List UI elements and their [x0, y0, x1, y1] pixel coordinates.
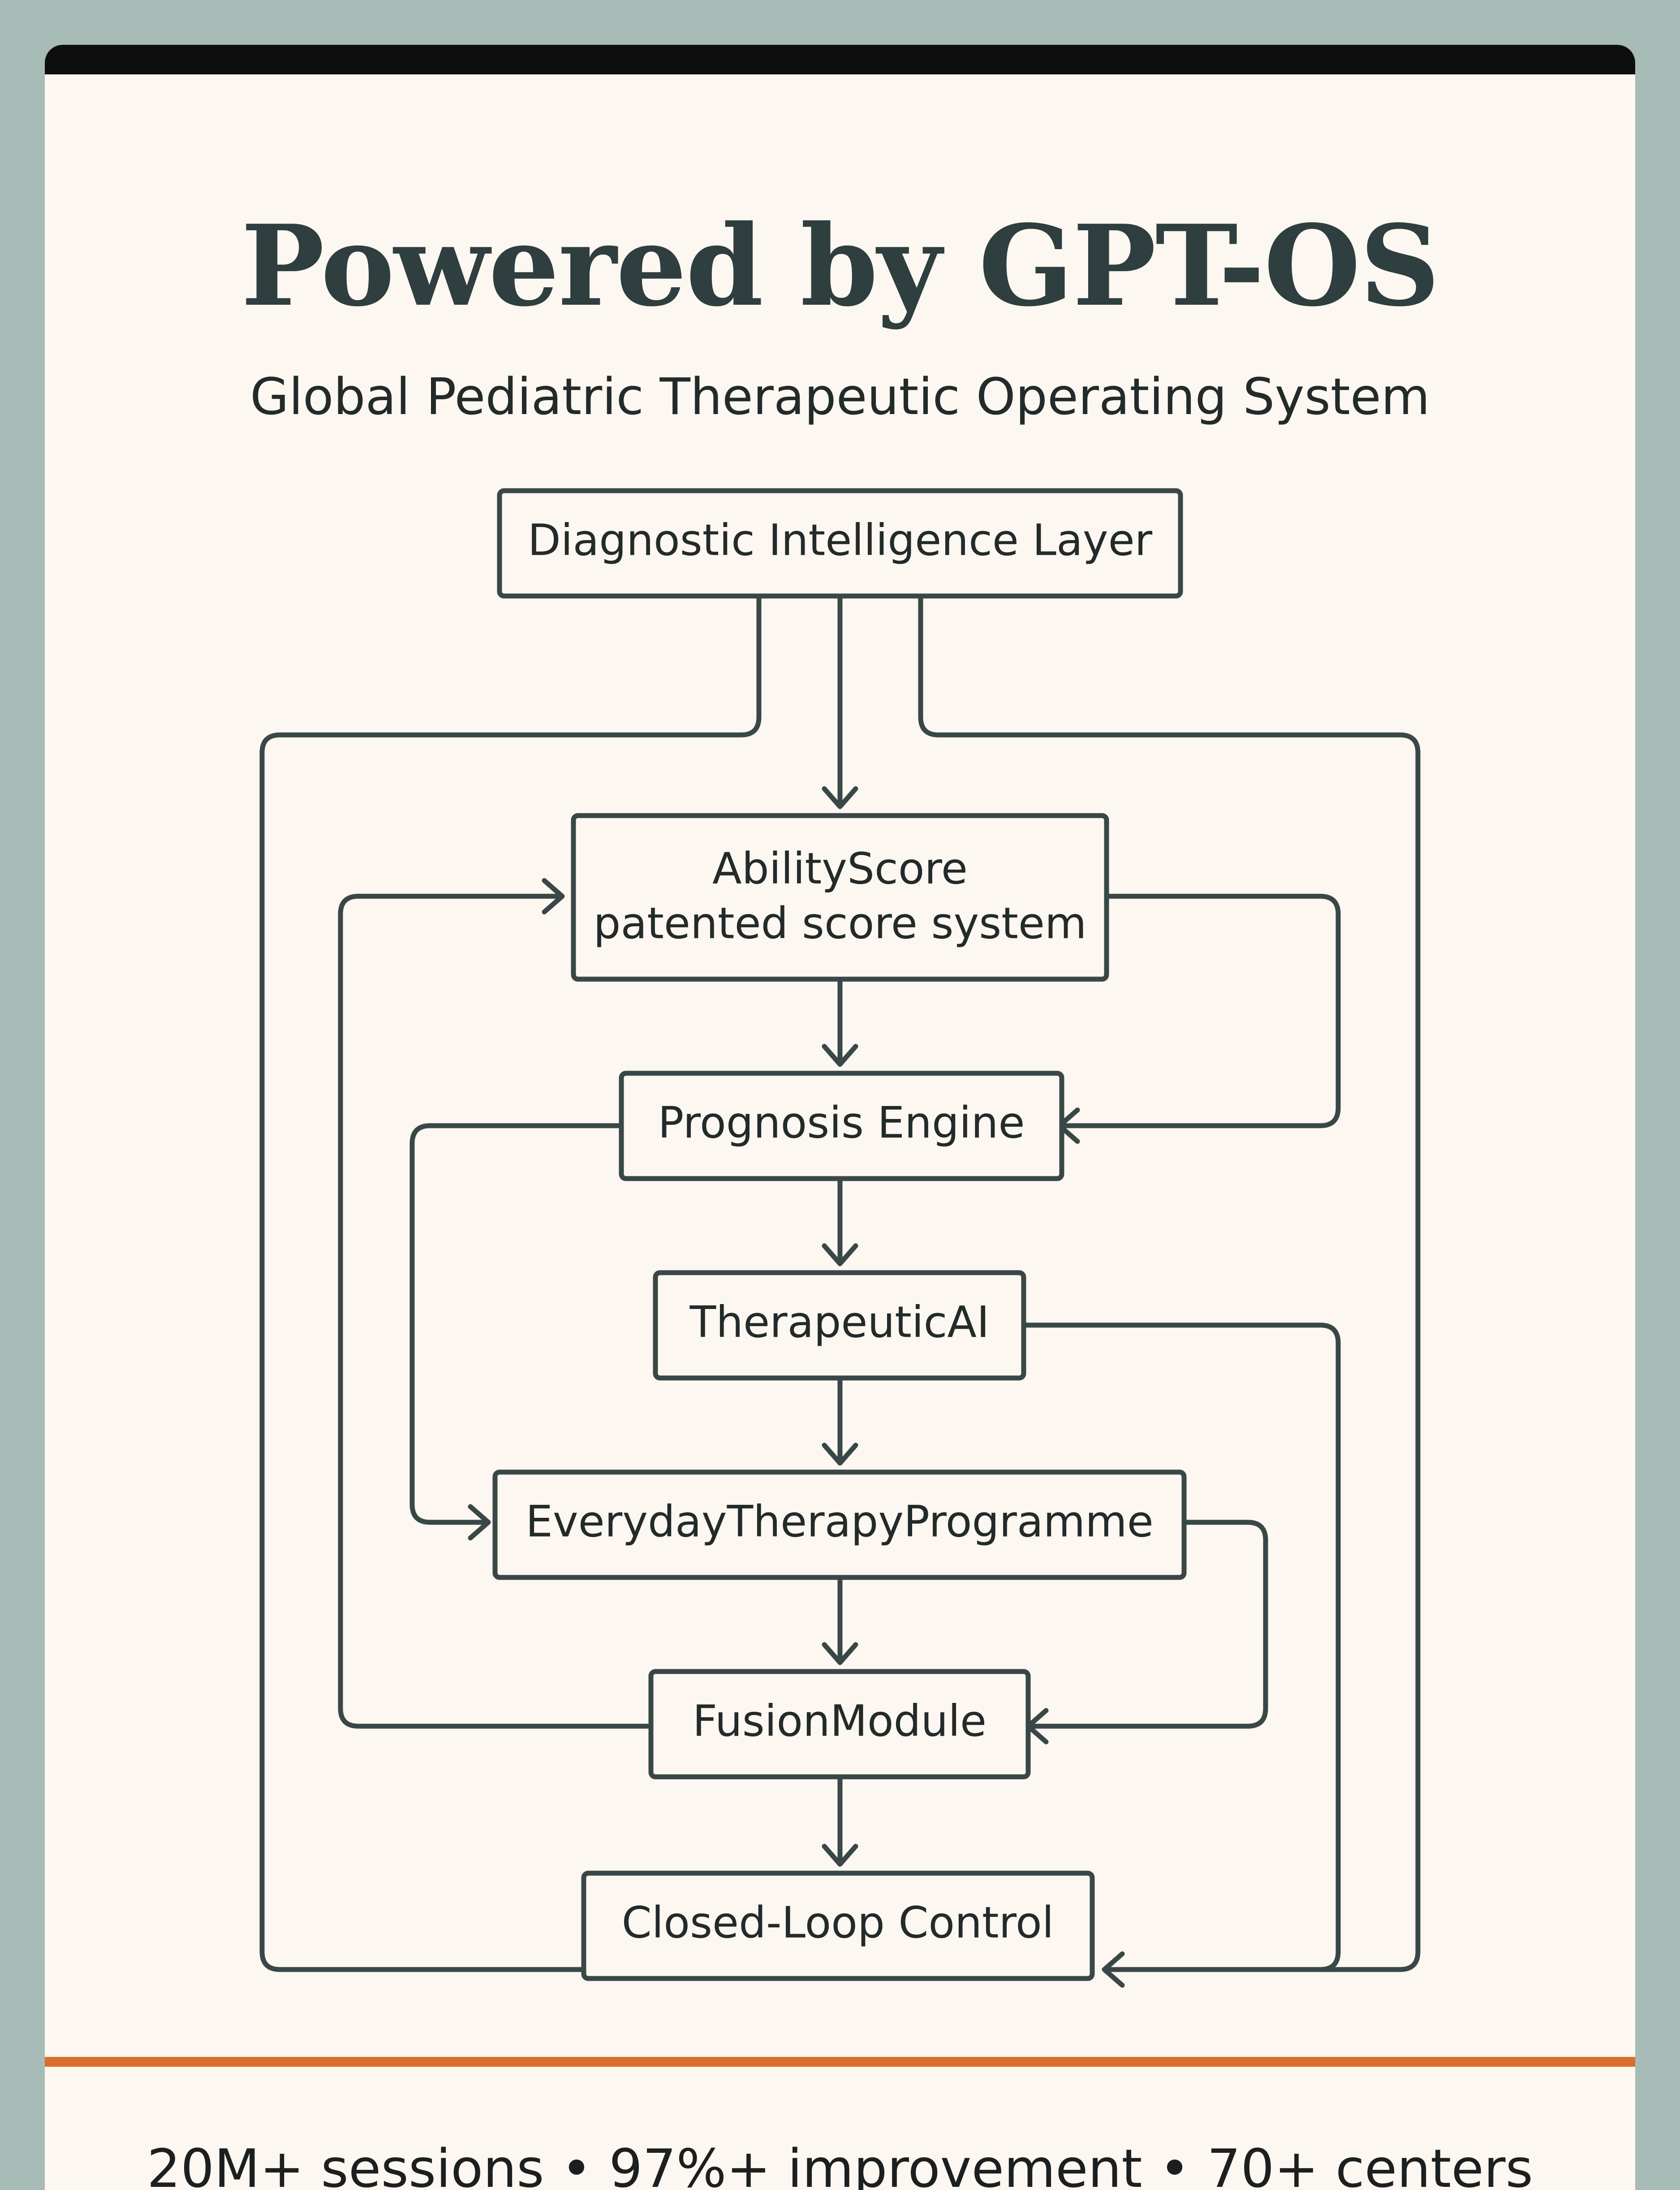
edge-fusion-to-closedloop: [822, 1774, 858, 1867]
node-diagnostic: Diagnostic Intelligence Layer: [497, 488, 1183, 599]
node-abilityscore-subtitle: patented score system: [594, 898, 1087, 948]
node-diagnostic-label: Diagnostic Intelligence Layer: [528, 515, 1153, 565]
stats-footer: 20M+ sessions • 97%+ improvement • 70+ c…: [147, 2138, 1533, 2190]
edge-diagnostic-left-to-closedloop: [259, 593, 762, 1972]
edges: [259, 593, 1421, 1988]
edge-everyday-to-fusion: [822, 1575, 858, 1665]
node-prognosis: Prognosis Engine: [619, 1071, 1064, 1181]
edge-prognosis-to-therapeutic: [822, 1176, 858, 1266]
node-closedloop-label: Closed-Loop Control: [622, 1897, 1054, 1948]
edge-therapeutic-to-everyday: [822, 1375, 858, 1466]
node-fusionmodule-label: FusionModule: [693, 1696, 986, 1746]
node-fusionmodule: FusionModule: [648, 1669, 1031, 1780]
node-prognosis-label: Prognosis Engine: [658, 1097, 1025, 1148]
node-everyday-label: EverydayTherapyProgramme: [526, 1496, 1154, 1546]
edge-prognosis-to-everyday: [409, 1123, 624, 1541]
node-closedloop: Closed-Loop Control: [581, 1870, 1095, 1981]
flow-diagram: Diagnostic Intelligence Layer AbilitySco…: [259, 488, 1421, 1988]
node-therapeuticai: TherapeuticAI: [653, 1270, 1026, 1381]
top-bar: [45, 45, 1635, 74]
node-therapeuticai-label: TherapeuticAI: [689, 1297, 990, 1347]
accent-rule: [45, 2057, 1635, 2067]
poster-card: Powered by GPT-OS Global Pediatric Thera…: [45, 45, 1635, 2190]
edge-fusion-back-to-ability: [338, 878, 654, 1729]
node-everyday: EverydayTherapyProgramme: [492, 1469, 1187, 1580]
node-abilityscore: AbilityScore patented score system: [571, 813, 1109, 982]
node-abilityscore-title: AbilityScore: [712, 843, 968, 894]
page-subtitle: Global Pediatric Therapeutic Operating S…: [250, 368, 1430, 426]
edge-therapeutic-to-closedloop: [1021, 1322, 1341, 1972]
edge-diagnostic-to-ability: [822, 593, 858, 809]
edge-ability-to-prognosis: [822, 976, 858, 1067]
page-title: Powered by GPT-OS: [241, 201, 1440, 331]
